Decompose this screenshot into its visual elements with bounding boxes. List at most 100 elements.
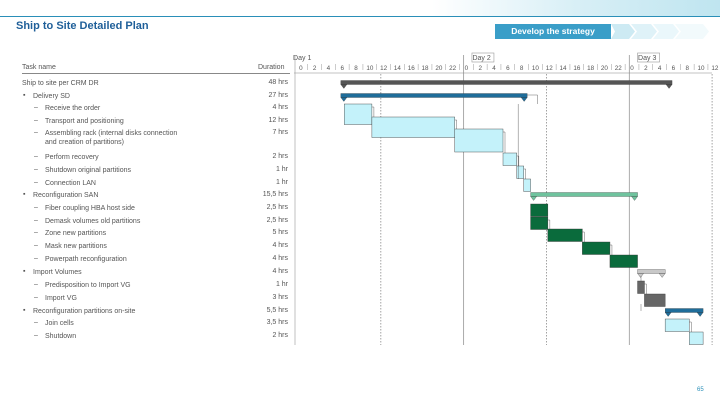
task-bar — [530, 216, 549, 230]
task-duration: 4 hrs — [272, 104, 288, 111]
task-duration: 4 hrs — [272, 242, 288, 249]
task-row: Predisposition to Import VG– 1 hr — [0, 281, 295, 294]
summary-end-marker — [520, 97, 528, 102]
tick-label: 10 — [366, 65, 374, 72]
summary-end-marker — [631, 196, 638, 201]
dependency-link — [454, 119, 457, 129]
duration-column-header: Duration — [258, 64, 285, 71]
tick-label: 4 — [658, 65, 662, 72]
task-name: Predisposition to Import VG — [45, 282, 131, 289]
task-row: Receive the order–4 hrs — [0, 104, 295, 117]
tick-label: 2 — [644, 65, 648, 72]
top-banner — [0, 0, 720, 16]
task-duration: 5 hrs — [272, 229, 288, 236]
task-bar — [371, 116, 455, 138]
dash-icon: – — [34, 242, 38, 249]
page-number: 65 — [697, 387, 704, 393]
task-name: Fiber coupling HBA host side — [45, 205, 135, 212]
day-label: Day 3 — [638, 55, 656, 62]
task-duration: 2,5 hrs — [266, 204, 288, 211]
task-name: Reconfiguration SAN — [33, 192, 99, 199]
bullet-icon: ▪ — [23, 268, 26, 275]
process-chevrons — [611, 24, 709, 39]
task-name: Assembling rack (internal disks connecti… — [45, 130, 178, 137]
task-row: Powerpath reconfiguration–4 hrs — [0, 255, 295, 268]
tick-label: 22 — [449, 65, 457, 72]
dash-icon: – — [34, 229, 38, 236]
task-row: Assembling rack (internal disks connecti… — [0, 129, 295, 146]
task-row: Zone new partitions– 5 hrs — [0, 229, 295, 242]
tick-label: 6 — [340, 65, 344, 72]
task-bar — [664, 318, 690, 332]
dash-icon: – — [34, 217, 38, 224]
dash-icon: – — [34, 255, 38, 262]
day-box — [471, 52, 495, 63]
chevron-icon — [653, 24, 679, 39]
tick-label: 2 — [313, 65, 317, 72]
summary-bar — [665, 308, 704, 313]
task-name: Zone new partitions — [45, 230, 107, 237]
task-duration: 1 hr — [275, 166, 288, 173]
dash-icon: – — [34, 153, 38, 160]
summary-end-marker — [340, 84, 348, 89]
summary-end-marker — [664, 312, 672, 317]
tick-label: 8 — [685, 65, 689, 72]
task-name: Ship to site per CRM DR — [22, 80, 99, 87]
tick-label: 18 — [422, 65, 430, 72]
header-divider — [22, 73, 290, 74]
dependency-link — [609, 244, 613, 255]
task-duration: 1 hr — [275, 281, 288, 288]
task-row: Shutdown original partitions–1 hr — [0, 166, 295, 179]
summary-end-marker — [637, 273, 644, 278]
task-row: Perform recovery–2 hrs — [0, 153, 295, 166]
tick-label: 22 — [615, 65, 623, 72]
task-duration: 7 hrs — [272, 129, 288, 136]
summary-end-marker — [530, 196, 537, 201]
dependency-link — [523, 168, 526, 179]
task-name: Reconfiguration partitions on-site — [33, 308, 136, 315]
task-row: Connection LAN–1 hr — [0, 179, 295, 192]
tick-label: 10 — [532, 65, 540, 72]
dependency-link — [527, 94, 538, 104]
task-duration: 12 hrs — [268, 117, 288, 124]
task-bar — [637, 280, 645, 294]
strategy-step-label: Develop the strategy — [495, 24, 611, 39]
tick-label: 0 — [465, 65, 469, 72]
task-row: Shutdown–2 hrs — [0, 332, 295, 345]
tick-label: 20 — [435, 65, 443, 72]
dash-icon: – — [34, 129, 38, 136]
task-name: Receive the order — [45, 105, 101, 112]
dependency-link — [644, 283, 647, 294]
dash-icon: – — [34, 294, 38, 301]
summary-end-marker — [658, 273, 666, 278]
task-name: Shutdown — [45, 333, 77, 340]
task-name: Delivery SD — [33, 93, 70, 100]
task-bar — [530, 203, 549, 217]
dash-icon: – — [34, 281, 38, 288]
dependency-link — [689, 321, 692, 332]
task-row: Delivery SD▪27 hrs — [0, 92, 295, 105]
task-bar — [523, 178, 531, 192]
tick-label: 10 — [698, 65, 706, 72]
tick-label: 14 — [394, 65, 402, 72]
tick-label: 4 — [492, 65, 496, 72]
task-duration: 3 hrs — [272, 294, 288, 301]
task-duration: 2,5 hrs — [266, 217, 288, 224]
tick-label: 0 — [299, 65, 303, 72]
task-name: Connection LAN — [45, 180, 96, 187]
task-name: Transport and positioning — [45, 118, 124, 125]
top-divider — [0, 16, 720, 17]
task-duration: 4 hrs — [272, 255, 288, 262]
tick-label: 12 — [711, 65, 719, 72]
task-row: Import Volumes▪4 hrs — [0, 268, 295, 281]
task-bar — [454, 128, 504, 153]
tick-label: 16 — [573, 65, 581, 72]
summary-bar — [637, 269, 666, 274]
dash-icon: – — [34, 166, 38, 173]
task-name: Mask new partitions — [45, 243, 107, 250]
dependency-link — [547, 219, 551, 229]
task-bar — [344, 103, 373, 125]
day-label: Day 2 — [472, 55, 490, 62]
